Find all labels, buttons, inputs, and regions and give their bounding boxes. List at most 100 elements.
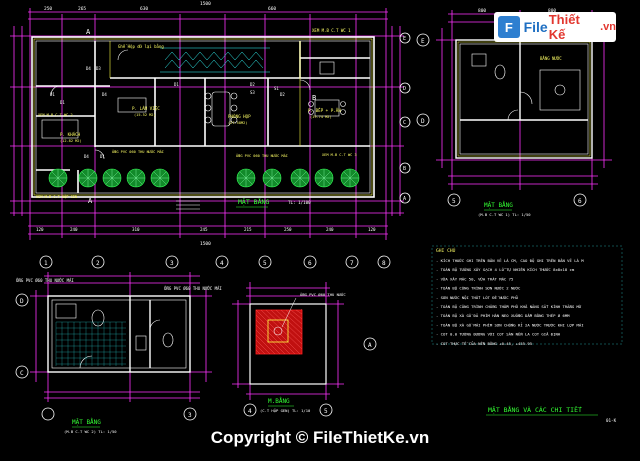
- door-tag: S3: [250, 90, 255, 95]
- copyright-watermark: Copyright © FileThietKe.vn: [210, 428, 430, 447]
- door-tag: D1: [174, 82, 179, 87]
- wc2-bubble-c: C: [20, 370, 24, 377]
- grid-side-label: C: [403, 120, 406, 126]
- note-line: - TOÀN BỘ TƯỜNG XÂY GẠCH 4 LỖ TỰ NHIÊN K…: [436, 267, 575, 272]
- door-tag: D1: [60, 100, 65, 105]
- grid-side-label: B: [403, 166, 406, 172]
- label-office-area: (15.52 M2): [134, 113, 156, 117]
- note-line: - COT THỰC TẾ CỦA NỀN BẰNG +0.45, +455.9…: [436, 341, 533, 346]
- door-tag: D4: [102, 92, 107, 97]
- plan-main-scale: TL: 1/100: [288, 200, 311, 205]
- wc1-bubble-e: E: [421, 38, 425, 45]
- dim-bottom-value: 120: [36, 227, 44, 232]
- duct-subtitle: (C.T HỘP GEN) TL: 1/10: [260, 408, 311, 413]
- site-logo: F File Thiết Kế .vn: [494, 12, 616, 42]
- tree-symbol: [126, 168, 146, 188]
- door-tag: D2: [280, 92, 285, 97]
- sheet-number: 01-K: [606, 418, 617, 423]
- dim-top-2: 265: [78, 6, 86, 12]
- wc2-bubble-d: D: [20, 298, 24, 305]
- wc2-pipe-label: ỐNG PVC Ø60 THU NƯỚC MÁI: [16, 278, 74, 283]
- dim-bottom-value: 310: [132, 227, 140, 232]
- grid-side-label: A: [403, 196, 406, 202]
- tree-symbol: [78, 168, 98, 188]
- dim-top-4: 660: [268, 6, 276, 12]
- wc1-bubbles: [416, 33, 587, 207]
- wc1-dim-2: 800: [548, 8, 556, 14]
- note-line: - VỮA XÂY MÁC 50, VỮA TRÁT MÁC 75: [436, 276, 514, 281]
- dim-bottom-value: 250: [284, 227, 292, 232]
- walls-main: [31, 36, 375, 198]
- door-tag: D4: [86, 66, 91, 71]
- dim-total-top: 1500: [200, 1, 211, 7]
- wc1-frame: [457, 41, 591, 157]
- notes-header: GHI CHÚ: [436, 247, 456, 254]
- label-wc3-ref: XEM M.B C.T WC 3: [322, 153, 357, 157]
- grid-bubble-label: 4: [220, 260, 224, 267]
- dim-bottom-value: 120: [368, 227, 376, 232]
- label-hall: Ghế Hộp dữ lại bằng: [118, 44, 164, 49]
- label-guest-area: (12.82 M2): [60, 139, 82, 143]
- wc2-bubble-3: 3: [188, 412, 192, 419]
- wc1-room-label: BẰNG NƯỚC: [540, 56, 562, 61]
- label-kitchen-area: (19.74 M2): [310, 115, 332, 119]
- door-tag: D1: [100, 154, 105, 159]
- label-office: P. LÀM VIỆC: [132, 106, 160, 111]
- label-guest: P. KHÁCH: [60, 132, 81, 137]
- label-kitchen: P. BẾP + P.ĂN: [308, 108, 341, 113]
- grid-bubble-label: 8: [382, 260, 386, 267]
- door-tag: D1: [50, 92, 55, 97]
- dim-lines-main: [10, 8, 404, 240]
- wc2-pipe-label-right: ỐNG PVC Ø60 THU NƯỚC MÁI: [164, 286, 222, 291]
- label-tank-ref: XEM M.B C.T HỘP GEN: [36, 194, 77, 199]
- note-line: - COT 0.0 TƯỜNG ĐƯƠNG VỚI COT SÀN NỀN LA…: [436, 332, 561, 337]
- tree-symbol: [150, 168, 170, 188]
- plan-main-title: MẶT BẰNG: [238, 197, 269, 206]
- note-line: - KÍCH THƯỚC GHI TRÊN BẢN VẼ LÀ CM, CAO …: [436, 258, 584, 263]
- door-tag: D4: [84, 154, 89, 159]
- note-line: - TOÀN BỘ CÔNG TRÌNH SƠN NƯỚC 2 NƯỚC: [436, 286, 521, 291]
- sheet-title: MẶT BẰNG VÀ CÁC CHI TIẾT: [488, 405, 582, 414]
- duct-pipe-label: ỐNG PVC Ø60 THU NƯỚC: [300, 292, 346, 297]
- section-mark-a-bottom: A: [88, 197, 93, 205]
- tree-symbol: [48, 168, 68, 188]
- notes-list: - KÍCH THƯỚC GHI TRÊN BẢN VẼ LÀ CM, CAO …: [436, 258, 584, 346]
- duct-bubble-5: 5: [324, 408, 328, 415]
- dim-bottom-value: 215: [244, 227, 252, 232]
- grid-bubble-label: 3: [170, 260, 174, 267]
- wc2-subtitle: (M.B C.T WC 2) TL: 1/50: [64, 429, 117, 434]
- yellow-frame: [33, 38, 373, 196]
- logo-text-thietke: Thiết Kế: [548, 12, 580, 42]
- duct-bubbles: [243, 337, 377, 417]
- walls-wc2: [47, 295, 191, 373]
- duct-hatch: [255, 308, 303, 355]
- grid-bubble-label: 1: [44, 260, 48, 267]
- logo-text-tld: .vn: [600, 21, 616, 33]
- label-meeting: PHÒNG HỌP: [228, 114, 251, 119]
- section-mark-b: B: [312, 94, 316, 102]
- duct-detail-plan: A 4 5 ỐNG PVC Ø60 THU NƯỚC M.BẰNG (C.T H…: [232, 282, 377, 417]
- label-pipe-2: ỐNG PVC 060 THU NƯỚC MÁI: [236, 153, 288, 158]
- dim-top-3: 630: [140, 6, 148, 12]
- logo-mark-icon: F: [498, 16, 520, 38]
- tree-symbol: [102, 168, 122, 188]
- door-tag: D2: [250, 82, 255, 87]
- grid-bubble-label: 6: [308, 260, 312, 267]
- grid-side-label: D: [403, 86, 406, 92]
- wc2-bubbles: [15, 293, 197, 421]
- entry-steps: [176, 196, 200, 210]
- label-meeting-area: (27.58M2): [228, 121, 247, 125]
- wc1-bubble-d: D: [421, 118, 425, 125]
- furniture: [41, 49, 346, 160]
- section-mark-a-top: A: [86, 28, 91, 36]
- wc2-detail-plan: D C 3 ỐNG PVC Ø60 THU NƯỚC MÁI ỐNG PVC Ø…: [15, 272, 222, 434]
- grid-bubble-label: 2: [96, 260, 100, 267]
- stair-hatch: [160, 47, 270, 73]
- duct-title: M.BẰNG: [268, 397, 290, 405]
- wc1-bubble-6: 6: [578, 198, 582, 205]
- label-wc1-ref: XEM M.B C.T WC 1: [312, 28, 351, 33]
- dim-bottom-value: 240: [70, 227, 78, 232]
- garden-trees: [48, 168, 360, 188]
- tree-symbol: [340, 168, 360, 188]
